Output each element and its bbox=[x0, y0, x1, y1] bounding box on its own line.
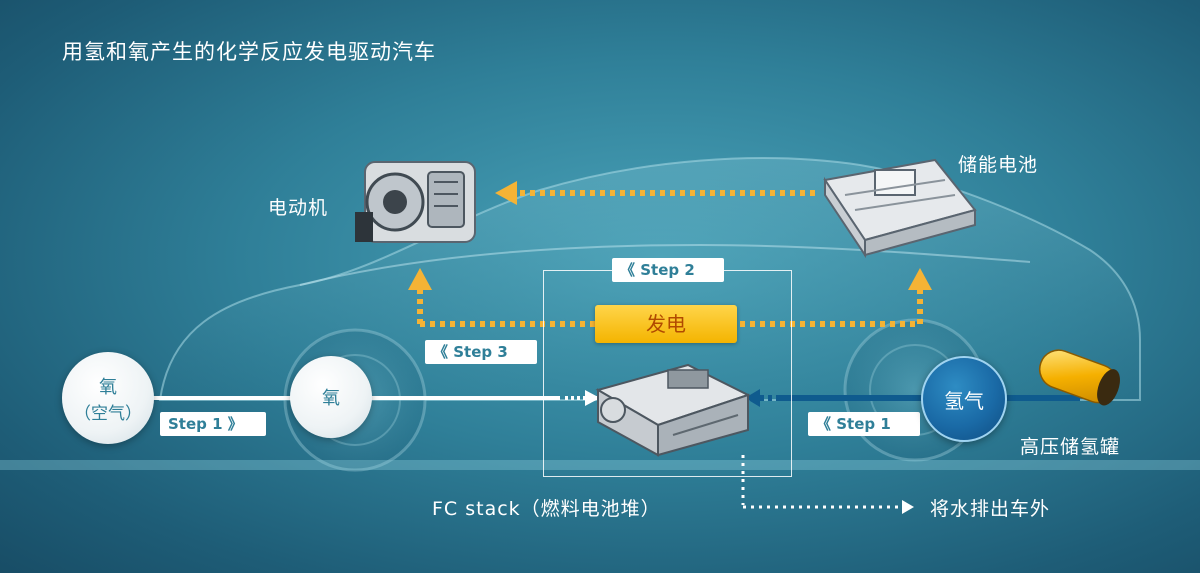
arrow-up-motor-icon bbox=[408, 268, 432, 290]
step-3-badge: 《 Step 3 bbox=[425, 340, 537, 364]
motor-label: 电动机 bbox=[268, 197, 329, 219]
chevron-left-icon: 《 bbox=[816, 415, 837, 433]
hydrogen-circle: 氢气 bbox=[921, 356, 1007, 442]
oxygen-label: 氧 bbox=[322, 388, 340, 409]
arrow-up-battery-icon bbox=[908, 268, 932, 290]
diagram-title: 用氢和氧产生的化学反应发电驱动汽车 bbox=[62, 40, 436, 64]
oxygen-air-label-1: 氧 bbox=[99, 376, 117, 398]
water-arrow-icon bbox=[902, 500, 914, 514]
step-3-label: Step 3 bbox=[453, 343, 508, 361]
battery-pack-icon bbox=[823, 158, 977, 259]
step-1-left-badge: Step 1 》 bbox=[160, 412, 266, 436]
step-1-right-badge: 《 Step 1 bbox=[808, 412, 920, 436]
arrow-to-motor-icon bbox=[495, 181, 517, 205]
generate-box: 发电 bbox=[595, 305, 737, 343]
chevron-left-icon: 《 bbox=[620, 261, 641, 279]
oxygen-air-label-2: （空气） bbox=[74, 403, 142, 424]
electric-motor-icon bbox=[355, 161, 476, 243]
step-2-badge: 《 Step 2 bbox=[612, 258, 724, 282]
water-out-label: 将水排出车外 bbox=[930, 498, 1051, 520]
step-1-right-label: Step 1 bbox=[836, 415, 891, 433]
step-2-label: Step 2 bbox=[640, 261, 695, 279]
hydrogen-tank-icon bbox=[1038, 349, 1120, 406]
battery-label: 储能电池 bbox=[958, 154, 1039, 176]
chevron-right-icon: 》 bbox=[222, 415, 243, 433]
tank-label: 高压储氢罐 bbox=[1020, 436, 1121, 458]
hydrogen-arrow-icon bbox=[745, 389, 760, 407]
chevron-left-icon: 《 bbox=[433, 343, 454, 361]
oxygen-arrow-icon bbox=[585, 390, 600, 406]
fuel-cell-stack-icon bbox=[595, 363, 751, 457]
oxygen-circle: 氧 bbox=[290, 356, 372, 438]
fc-stack-label: FC stack（燃料电池堆） bbox=[432, 498, 661, 520]
oxygen-air-circle: 氧 （空气） bbox=[62, 352, 154, 444]
hydrogen-label: 氢气 bbox=[944, 388, 984, 413]
step-1-left-label: Step 1 bbox=[168, 415, 223, 433]
